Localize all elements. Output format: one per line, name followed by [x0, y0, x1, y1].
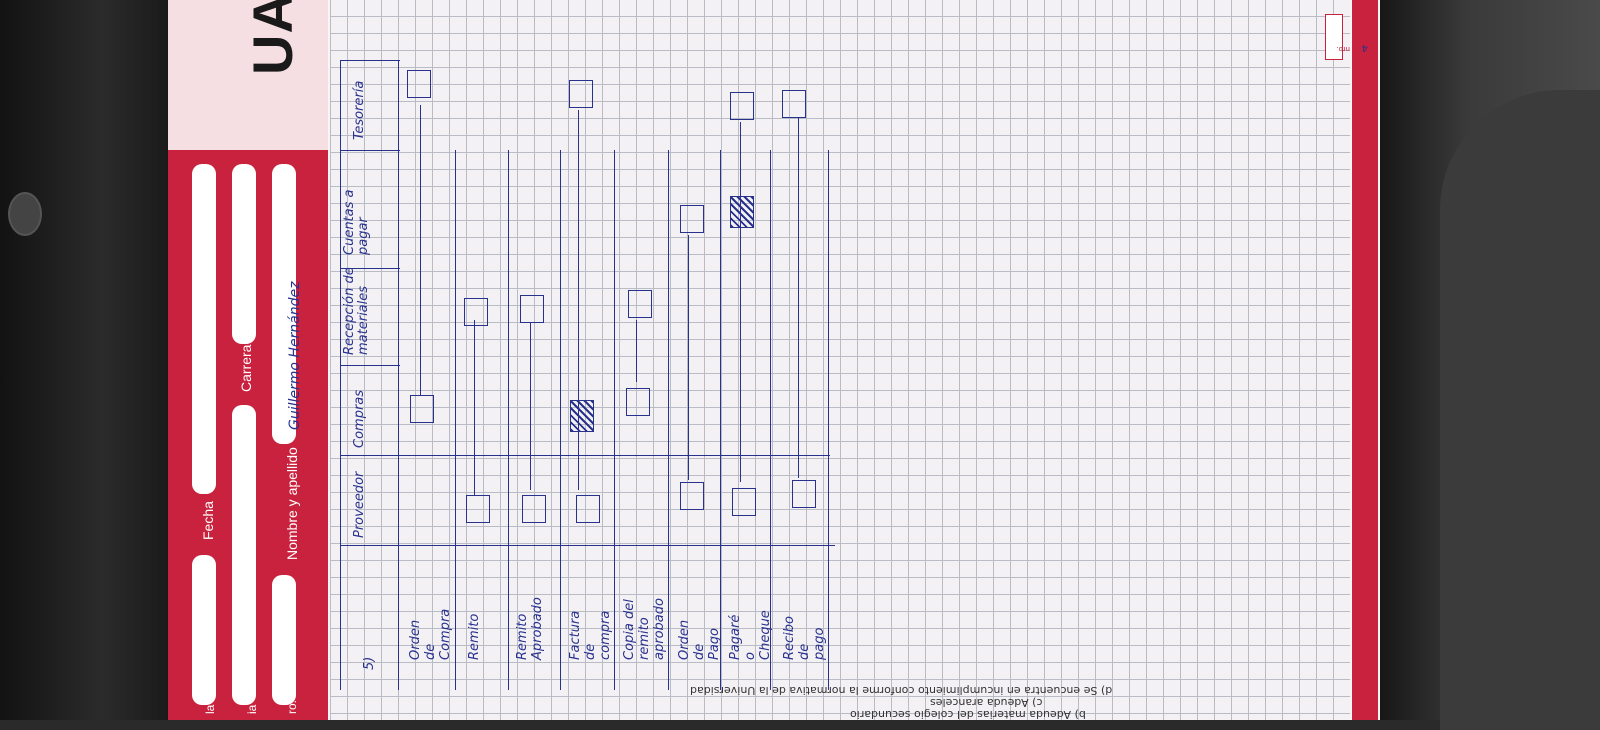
- row-label-pagare: Pagaré o Cheque: [728, 610, 773, 660]
- field-label-nombre: Nombre y apellido: [284, 447, 300, 560]
- row-label-remito: Remito: [467, 613, 482, 660]
- archive-pagare: [730, 196, 754, 228]
- footer-line-b: b) Adeuda materias del colegio secundari…: [850, 708, 1086, 721]
- col-header-compras: Compras: [352, 389, 367, 448]
- doc-remito-aprobado-origin: [520, 295, 544, 323]
- fabric-background: [1440, 90, 1600, 730]
- row-label-orden-pago: Orden de Pago: [677, 619, 722, 660]
- col-header-proveedor: Proveedor: [352, 471, 367, 538]
- row-div-2: [508, 150, 509, 690]
- doc-copia-origin: [628, 290, 652, 318]
- doc-copia-dest: [626, 388, 650, 416]
- hoja-nro-box: Hoja nro. 4: [1325, 14, 1368, 60]
- frame-left: [340, 60, 341, 690]
- right-margin-band: [1352, 0, 1378, 720]
- flow-remito-aprobado: [530, 322, 531, 490]
- doc-pagare-dest: [732, 488, 756, 516]
- field-label-carrera: Carrera: [238, 344, 254, 392]
- row-label-factura: Factura de compra: [568, 610, 613, 660]
- flow-recibo: [798, 118, 799, 478]
- door-knob: [8, 192, 42, 236]
- doc-remito-aprobado-dest: [522, 495, 546, 523]
- row-label-copia-remito: Copia del remito aprobado: [622, 598, 667, 660]
- field-label-fecha: Fecha: [200, 501, 216, 540]
- row-div-6: [720, 150, 721, 690]
- flow-pagare: [740, 122, 741, 482]
- doc-recibo-origin: [782, 90, 806, 118]
- hoja-value: 4: [1361, 42, 1368, 53]
- flow-factura: [578, 110, 579, 490]
- col-div-4: [340, 150, 400, 151]
- row-div-7: [770, 150, 771, 690]
- doc-factura-origin: [576, 495, 600, 523]
- col-header-recepcion: Recepción de materiales: [342, 267, 371, 355]
- fecha-field[interactable]: [192, 164, 216, 494]
- carrera-field[interactable]: [232, 164, 256, 344]
- brand-logo: UADE: [240, 0, 305, 75]
- nombre-field[interactable]: [272, 164, 296, 444]
- doc-recibo-dest: [792, 480, 816, 508]
- flow-orden-compra: [420, 105, 421, 395]
- edge-label-3: ro.: [285, 699, 299, 714]
- row-div-1: [455, 150, 456, 690]
- frame-header-divider: [398, 60, 399, 690]
- nombre-value: Guillermo Hernández: [287, 281, 303, 430]
- row-div-3: [560, 150, 561, 690]
- doc-pagare-origin: [730, 92, 754, 120]
- footer-line-d: d) Se encuentra en incumplimiento confor…: [690, 684, 1113, 697]
- col-div-3: [340, 268, 400, 269]
- row-div-8: [828, 150, 829, 690]
- col-header-tesoreria: Tesorería: [352, 80, 367, 140]
- flow-copia: [636, 320, 637, 382]
- doc-orden-compra-dest: [407, 70, 431, 98]
- row-label-remito-aprobado: Remito Aprobado: [515, 597, 545, 660]
- flow-remito: [474, 320, 475, 495]
- row-div-5: [668, 150, 669, 690]
- frame-top: [340, 60, 400, 61]
- row-header-divider: [340, 545, 835, 546]
- col-div-1: [340, 455, 830, 456]
- col-header-cuentas: Cuentas a pagar: [342, 189, 371, 256]
- doc-orden-compra-origin: [410, 395, 434, 423]
- doc-orden-pago-origin: [680, 205, 704, 233]
- doc-remito-dest: [464, 298, 488, 326]
- box-row1-left[interactable]: [192, 555, 216, 705]
- row-label-orden-compra: Orden de Compra: [408, 608, 453, 660]
- doc-factura-dest: [569, 80, 593, 108]
- edge-label-2: ia: [245, 704, 259, 714]
- background-left: [0, 0, 170, 720]
- brand-strip: [168, 0, 328, 150]
- box-row3-left[interactable]: [272, 575, 296, 705]
- doc-remito-origin: [466, 495, 490, 523]
- flow-orden-pago: [688, 235, 689, 480]
- edge-label-1: la: [203, 704, 217, 714]
- row-div-4: [614, 150, 615, 690]
- box-row2-left[interactable]: [232, 405, 256, 705]
- diagram-number: 5): [362, 656, 377, 670]
- doc-orden-pago-dest: [680, 482, 704, 510]
- col-div-2: [340, 365, 400, 366]
- field-label-tema: Tema: [195, 321, 211, 356]
- row-label-recibo: Recibo de pago: [782, 616, 827, 660]
- grid-paper: [330, 0, 1350, 720]
- archive-factura: [570, 400, 594, 432]
